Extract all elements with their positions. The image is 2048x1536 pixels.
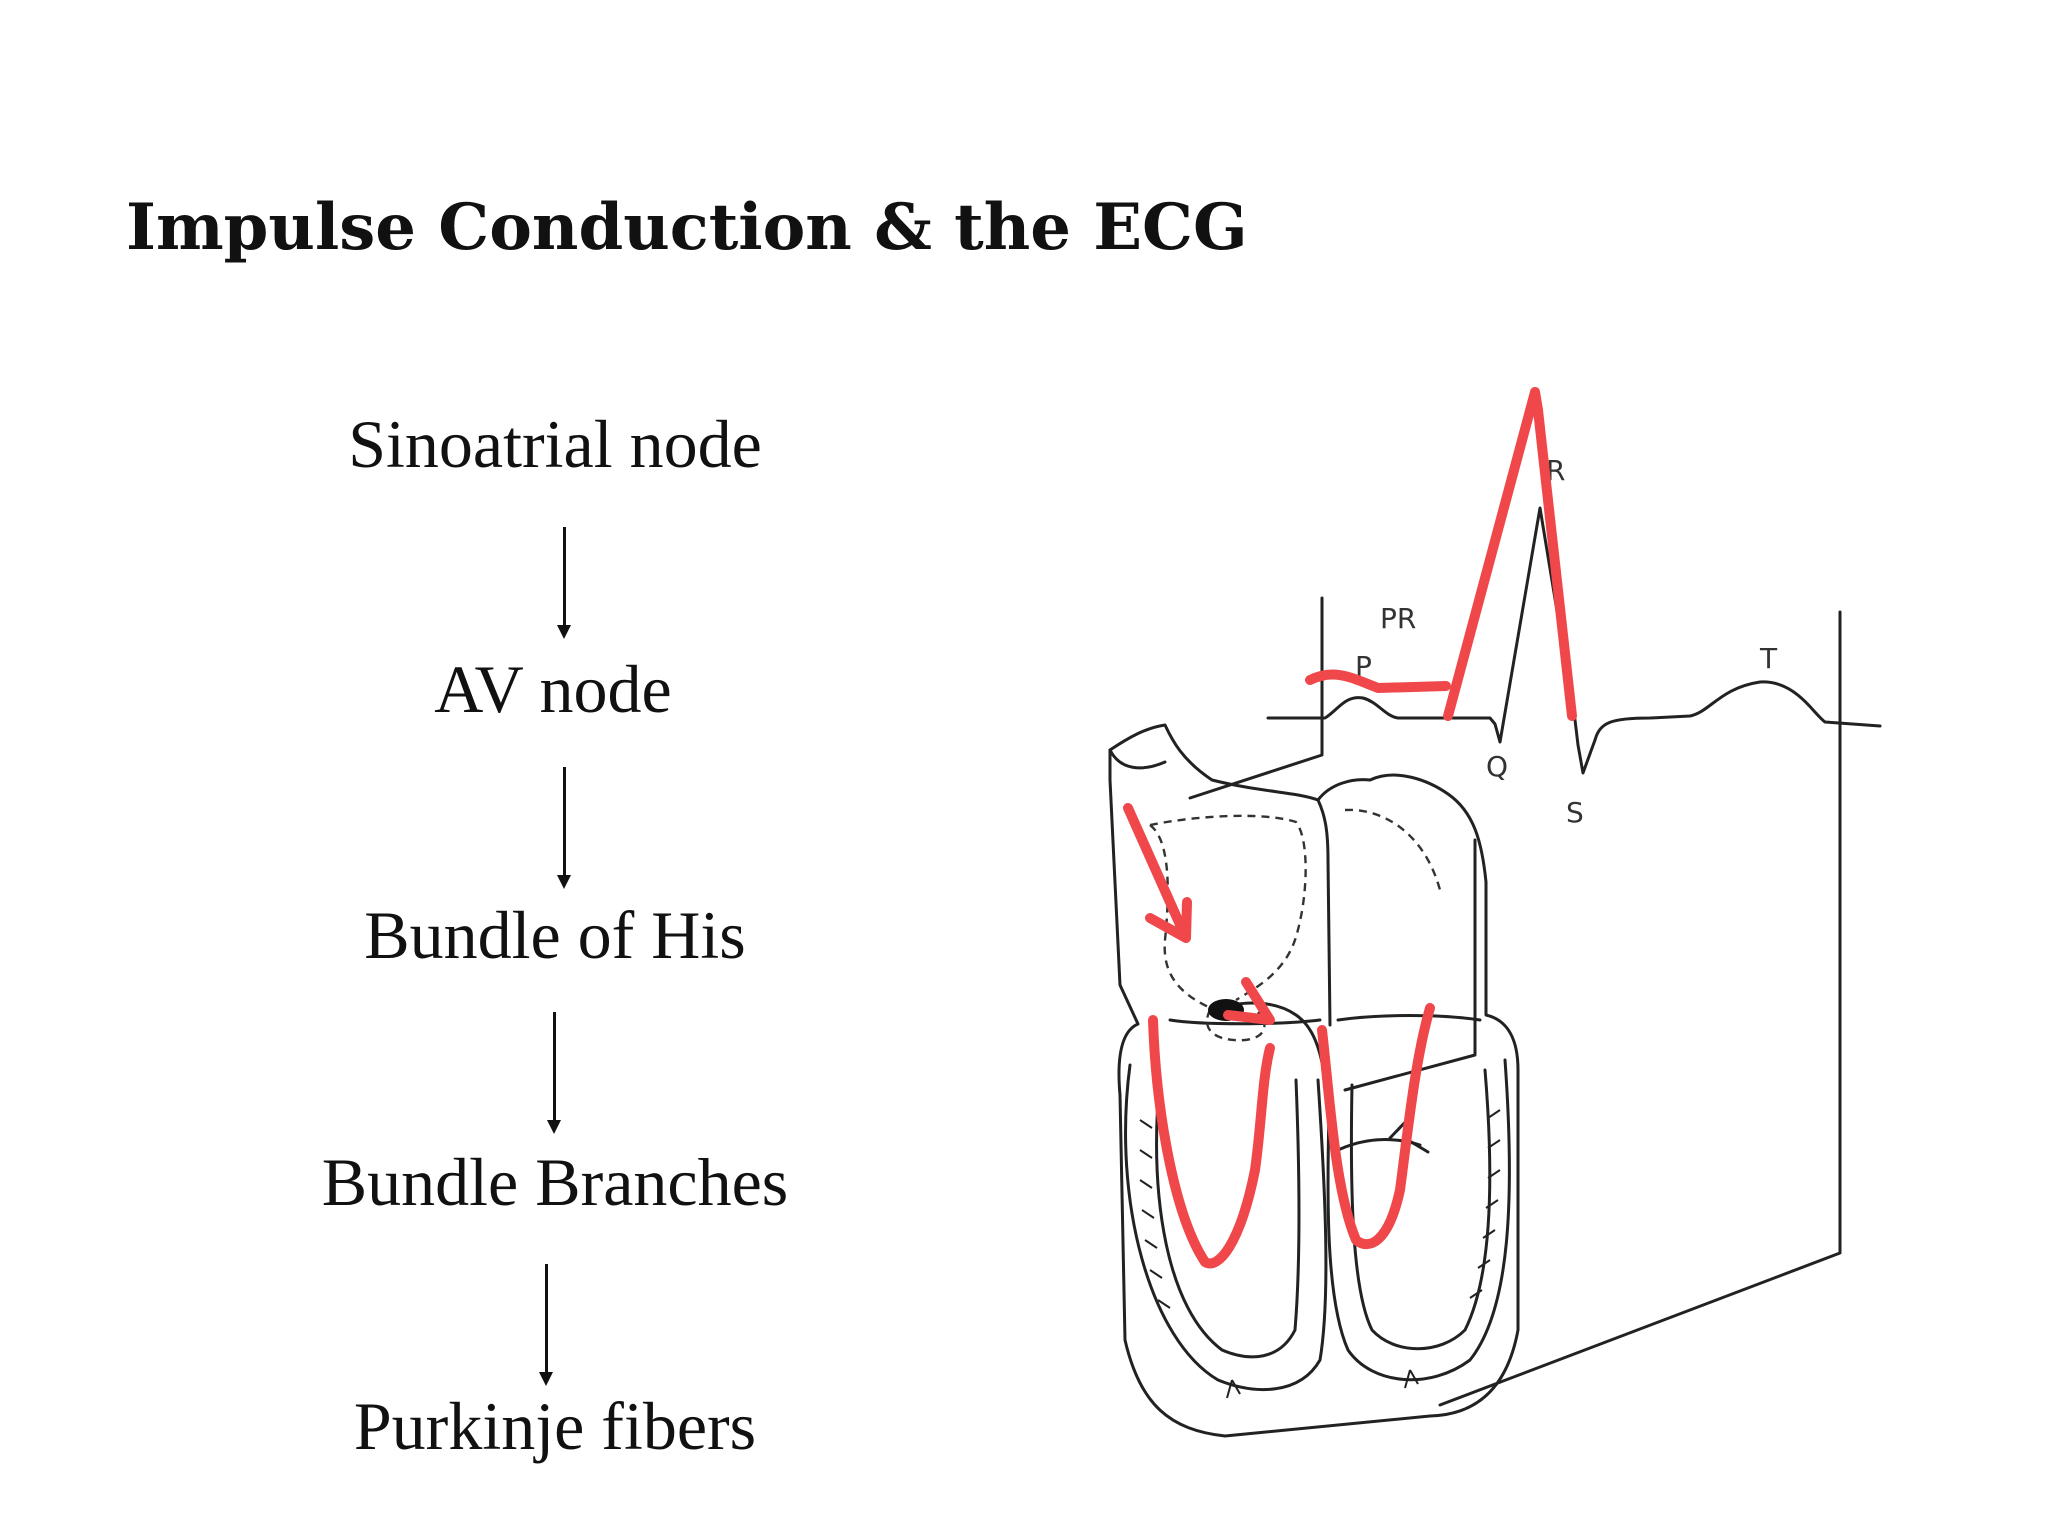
ecg-label-s: S [1566, 796, 1584, 829]
heart-outline [1108, 723, 1520, 1438]
flow-step-bundle-branches: Bundle Branches [321, 1144, 789, 1220]
flow-arrow-down [539, 1264, 553, 1386]
ecg-label-p: P [1355, 650, 1372, 683]
flow-step-bundle-of-his: Bundle of His [364, 897, 746, 973]
flow-step-purkinje-fibers: Purkinje fibers [353, 1388, 757, 1464]
flow-step-av-node: AV node [434, 651, 672, 727]
red-annotation-his-arrow [1223, 977, 1275, 1025]
red-annotation-qrs-spike [1443, 387, 1577, 721]
red-annotation-right-branch [1317, 1003, 1435, 1250]
flow-arrow-down [547, 1012, 561, 1134]
ecg-label-pr: PR [1380, 602, 1416, 635]
ecg-label-r: R [1546, 454, 1565, 487]
ecg-label-t: T [1759, 642, 1778, 675]
flow-arrow-down [557, 527, 571, 639]
ecg-label-q: Q [1486, 750, 1508, 783]
red-annotation-p-wave [1305, 669, 1451, 693]
flow-step-sinoatrial-node: Sinoatrial node [348, 406, 762, 482]
heart-ecg-diagram: PR P R Q S T [1080, 370, 1920, 1450]
red-annotation-atrial-arrow [1123, 803, 1192, 943]
red-annotation-left-branch [1148, 1015, 1275, 1269]
flow-arrow-down [557, 767, 571, 889]
ecg-trace [1266, 506, 1882, 775]
slide-title: Impulse Conduction & the ECG [126, 190, 1248, 265]
